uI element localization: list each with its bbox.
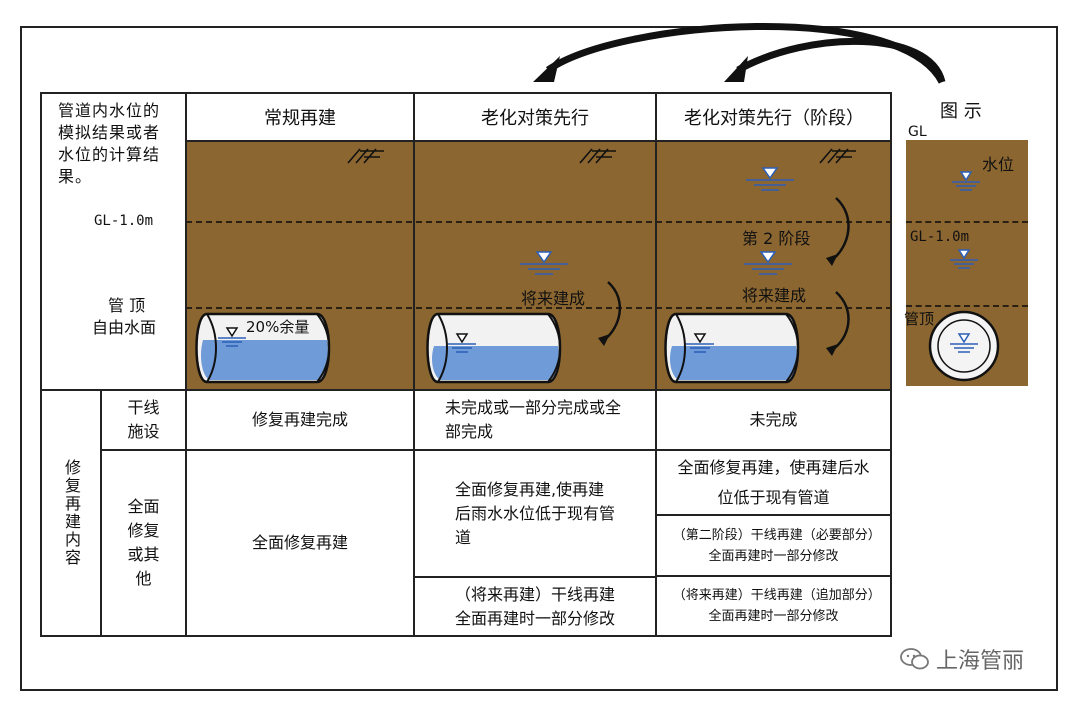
ground-hatch-2 bbox=[579, 148, 616, 164]
down-arrow-col2 bbox=[603, 281, 622, 341]
vline-left bbox=[40, 92, 42, 637]
col3-other-c: （将来再建）干线再建（追加部分）全面再建时一部分修改 bbox=[672, 588, 875, 624]
pipe-top-dash bbox=[186, 307, 892, 309]
arrow-head-col2 bbox=[533, 56, 560, 82]
legend-pipe bbox=[928, 310, 1000, 382]
watermark: 上海管丽 bbox=[900, 643, 1024, 675]
col2-other-a: 全面修复再建,使再建后雨水水位低于现有管道 bbox=[455, 479, 616, 547]
header-col1: 常规再建 bbox=[264, 108, 336, 129]
water-level-icon-legend-1 bbox=[952, 171, 980, 191]
header-col3: 老化对策先行（阶段） bbox=[684, 108, 864, 129]
other-label: 全面修复或其他 bbox=[127, 497, 160, 588]
arrow-head-col3 bbox=[724, 56, 748, 82]
pipe-top-label: 管 顶 bbox=[108, 296, 146, 315]
table-bottom-line bbox=[40, 635, 892, 637]
future-build-col3: 将来建成 bbox=[742, 286, 807, 305]
water-level-icon-pipe3 bbox=[686, 333, 714, 353]
repair-content-label: 修复再建内容 bbox=[62, 459, 81, 567]
legend-gl-minus-label: GL-1.0m bbox=[910, 229, 970, 245]
col3-split-1 bbox=[656, 514, 892, 516]
legend-pipe-top-label: 管顶 bbox=[904, 310, 935, 328]
down-arrowhead-col2 bbox=[598, 334, 610, 346]
ground-hatch-3 bbox=[819, 148, 856, 164]
water-level-icon-col2 bbox=[520, 251, 568, 275]
future-build-col2: 将来建成 bbox=[521, 289, 586, 308]
legend-water-label: 水位 bbox=[982, 155, 1015, 174]
left-header: 管道内水位的模拟结果或者水位的计算结果。 bbox=[58, 101, 161, 186]
pipe-col2 bbox=[426, 312, 562, 384]
vline-sub bbox=[100, 389, 102, 637]
down-arrow-col3-upper bbox=[831, 197, 850, 261]
margin-20-label: 20%余量 bbox=[246, 318, 310, 336]
col3-other-b: （第二阶段）干线再建（必要部分）全面再建时一部分修改 bbox=[672, 527, 875, 564]
col2-other-b: （将来再建）干线再建全面再建时一部分修改 bbox=[454, 584, 615, 628]
down-arrowhead-col3-upper bbox=[826, 254, 838, 266]
col1-other: 全面修复再建 bbox=[251, 533, 348, 552]
vline-1 bbox=[185, 92, 187, 637]
col3-other-a: 全面修复再建，使再建后水位低于现有管道 bbox=[677, 457, 870, 507]
header-col2: 老化对策先行 bbox=[481, 108, 589, 129]
col2-trunk: 未完成或一部分完成或全部完成 bbox=[445, 398, 622, 441]
figure-frame bbox=[20, 26, 1058, 691]
table-top-line bbox=[40, 92, 892, 94]
gl-minus-label: GL-1.0m bbox=[94, 213, 154, 229]
water-level-icon-col3-top bbox=[746, 167, 794, 191]
watermark-text: 上海管丽 bbox=[936, 649, 1025, 674]
legend-gl-label: GL bbox=[908, 124, 927, 140]
stage2-label: 第 2 阶段 bbox=[742, 229, 811, 248]
col1-trunk: 修复再建完成 bbox=[251, 410, 348, 429]
trunk-row-bottom bbox=[100, 449, 892, 451]
legend-title: 图 示 bbox=[940, 101, 982, 122]
col3-split-2 bbox=[656, 575, 892, 577]
water-level-icon-legend-2 bbox=[950, 249, 978, 269]
col2-split bbox=[414, 576, 656, 578]
down-arrow-col3-lower bbox=[831, 291, 850, 352]
free-surface-label: 自由水面 bbox=[92, 318, 157, 337]
down-arrowhead-col3-lower bbox=[826, 344, 838, 356]
col3-trunk: 未完成 bbox=[749, 410, 798, 429]
header-bottom-line bbox=[186, 140, 892, 142]
vline-right bbox=[890, 92, 892, 637]
water-level-icon-col3-mid bbox=[744, 251, 792, 275]
trunk-label: 干线施设 bbox=[127, 398, 160, 441]
wechat-icon bbox=[900, 648, 929, 670]
gl-1m-dash bbox=[186, 221, 892, 223]
ground-hatch-1 bbox=[347, 148, 384, 164]
legend-pipe-dash bbox=[906, 305, 1028, 307]
legend-gl-dash bbox=[906, 221, 1028, 223]
pipe-col3 bbox=[664, 312, 800, 384]
vline-3 bbox=[655, 92, 657, 637]
vline-2 bbox=[413, 92, 415, 637]
water-level-icon-pipe2 bbox=[448, 333, 476, 353]
curved-arrow-to-col3 bbox=[736, 37, 946, 84]
water-level-icon-legend-3 bbox=[950, 333, 978, 353]
water-level-icon-pipe1 bbox=[218, 327, 246, 347]
diagram-bottom-line bbox=[40, 389, 892, 391]
